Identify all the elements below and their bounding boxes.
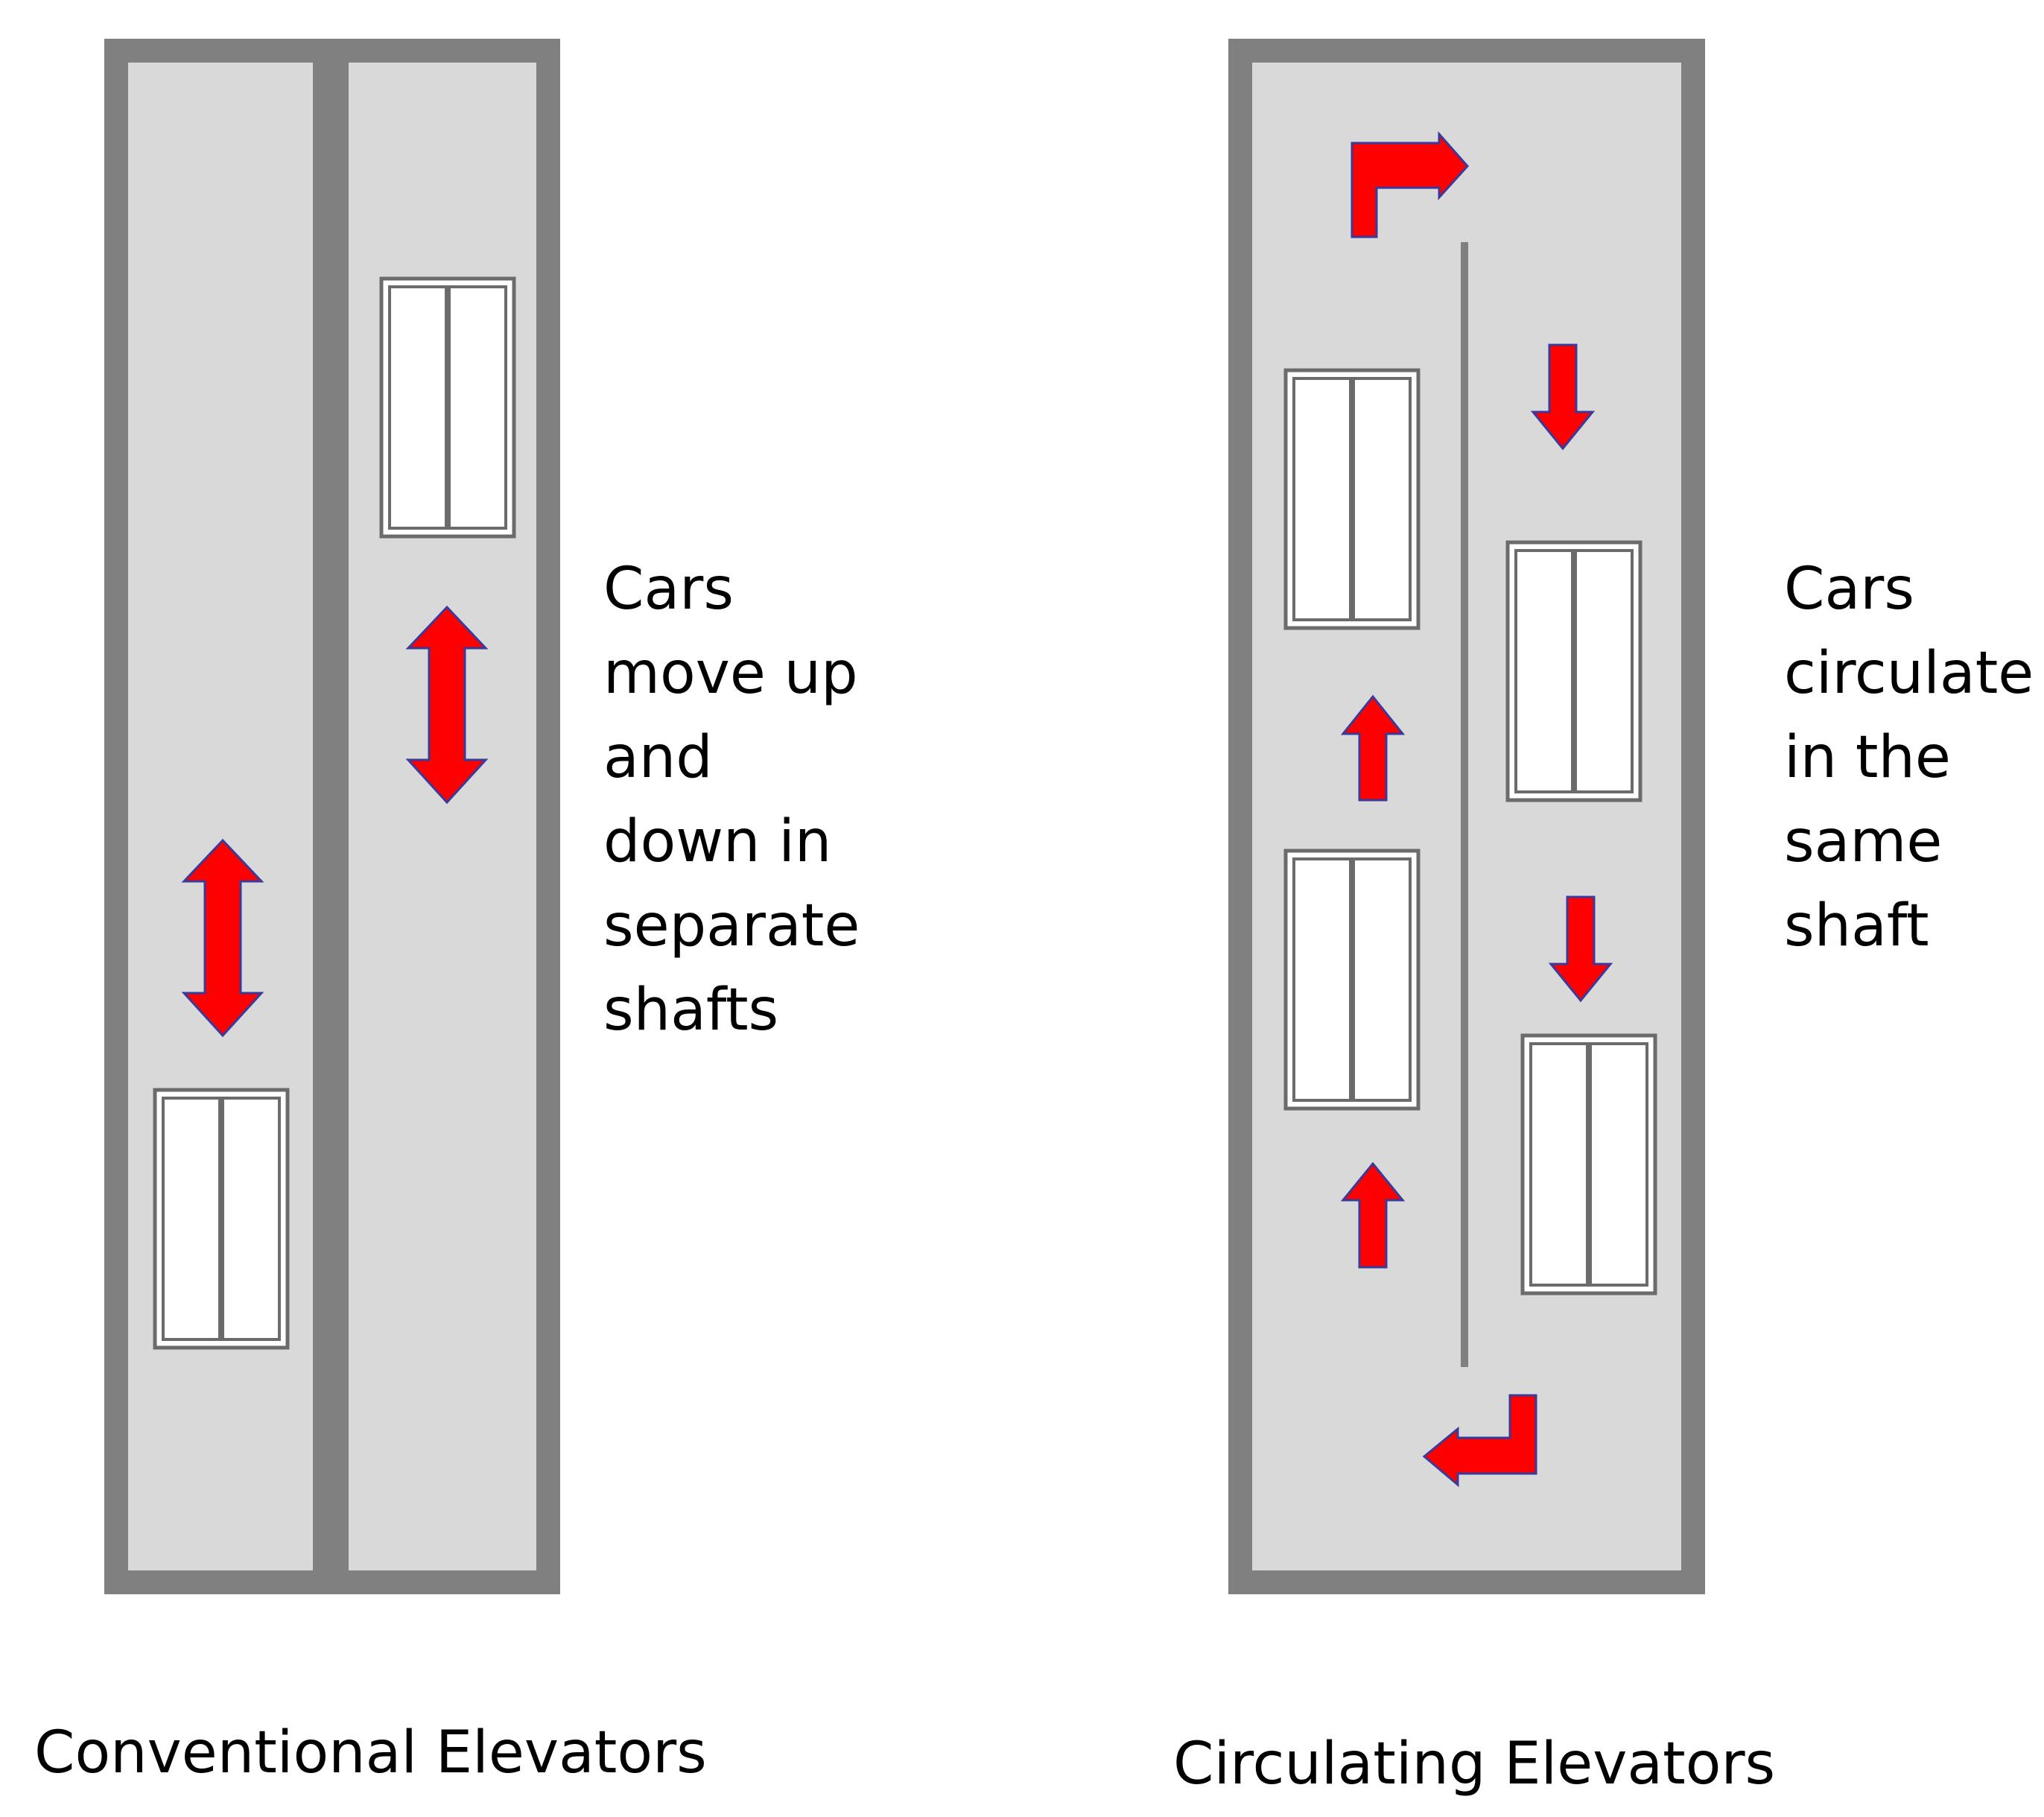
description-line: shafts <box>603 977 779 1044</box>
up-arrow-icon <box>1340 1161 1406 1269</box>
description-line: Cars <box>1784 556 1914 623</box>
description-line: in the <box>1784 724 1951 791</box>
circulating-caption: Circulating Elevators <box>1173 1731 1776 1798</box>
down-arrow-icon <box>1548 895 1613 1003</box>
double-arrow-icon <box>405 605 489 805</box>
description-line: move up <box>603 640 858 707</box>
elevator-car-icon <box>1286 851 1418 1109</box>
up-arrow-icon <box>1340 694 1406 802</box>
description-line: down in <box>603 808 832 875</box>
elevator-car-icon <box>1508 542 1640 800</box>
elevator-car-icon <box>1523 1036 1655 1293</box>
circulating-description: Cars circulate in the same shaft <box>1784 548 2034 968</box>
elevator-car-icon <box>381 279 514 536</box>
double-arrow-icon <box>181 838 264 1038</box>
description-line: shaft <box>1784 892 1929 960</box>
down-arrow-icon <box>1530 343 1596 451</box>
description-line: separate <box>603 892 860 960</box>
description-line: same <box>1784 808 1943 875</box>
description-line: circulate <box>1784 640 2034 707</box>
conventional-shaft-left <box>104 39 337 1594</box>
description-line: Cars <box>603 556 734 623</box>
conventional-description: Cars move up and down in separate shafts <box>603 548 860 1053</box>
elevator-car-icon <box>155 1090 288 1348</box>
turn-arrow-icon <box>1350 131 1470 238</box>
conventional-caption: Conventional Elevators <box>34 1719 707 1786</box>
elevator-car-icon <box>1286 370 1418 628</box>
description-line: and <box>603 724 713 791</box>
turn-arrow-icon <box>1422 1394 1537 1488</box>
